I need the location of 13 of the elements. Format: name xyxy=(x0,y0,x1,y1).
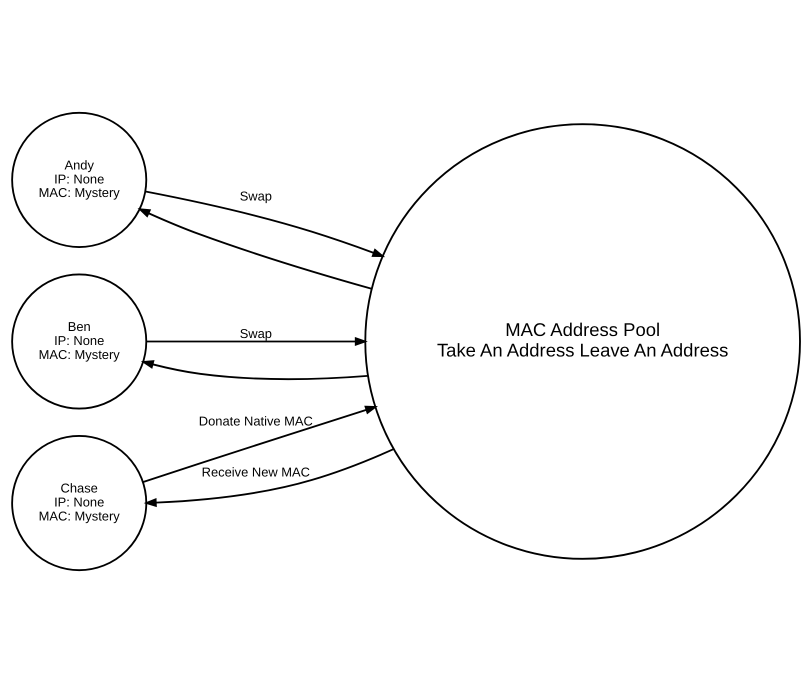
arrow xyxy=(138,208,372,290)
arrow xyxy=(144,448,394,508)
edge-label: Receive New MAC xyxy=(202,464,310,480)
arrow xyxy=(140,360,368,380)
node-circle: Andy IP: None MAC: Mystery xyxy=(11,112,148,248)
arrow xyxy=(142,406,378,483)
edge-label: Donate Native MAC xyxy=(198,414,313,429)
node-circle: Chase IP: None MAC: Mystery xyxy=(11,435,148,572)
edge-label: Swap xyxy=(240,188,272,204)
arrow xyxy=(146,336,368,346)
node-circle: Ben IP: None MAC: Mystery xyxy=(11,274,148,410)
arrow xyxy=(145,190,386,258)
edge-label: Swap xyxy=(240,326,272,341)
